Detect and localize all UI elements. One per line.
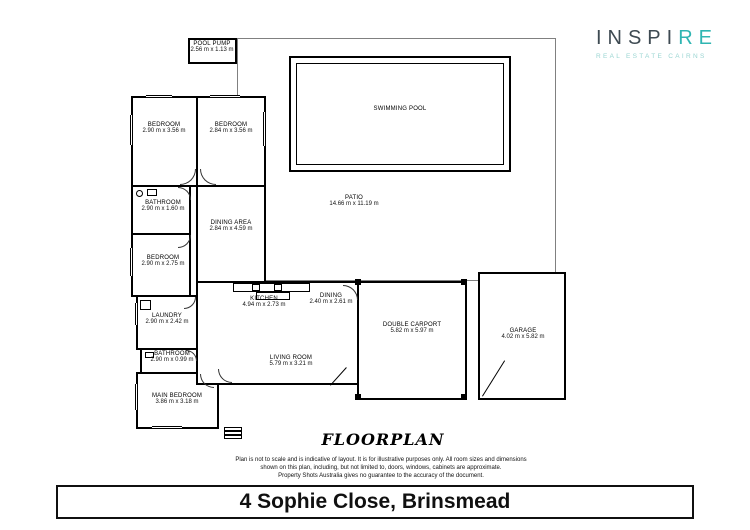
- floorplan-title: FLOORPLAN: [321, 430, 445, 449]
- window-laundry-left: [135, 303, 138, 325]
- window-bedroom2-right: [263, 112, 266, 146]
- room-label-laundry: LAUNDRY 2.90 m x 2.42 m: [145, 313, 189, 325]
- carport-post: [355, 279, 361, 285]
- room-label-bedroom-1: BEDROOM 2.90 m x 3.56 m: [142, 122, 186, 134]
- room-label-pool-pump: POOL PUMP 2.56 m x 1.13 m: [190, 41, 234, 53]
- window-bedroom1-top: [146, 95, 172, 98]
- room-label-patio: PATIO 14.66 m x 11.19 m: [329, 195, 379, 207]
- disclaimer-line-1: Plan is not to scale and is indicative o…: [235, 457, 527, 463]
- carport-post: [461, 394, 467, 400]
- room-label-bedroom-2: BEDROOM 2.84 m x 3.56 m: [209, 122, 253, 134]
- room-label-bathroom-2: BATHROOM 2.90 m x 0.99 m: [150, 351, 194, 363]
- logo-brand-suffix: RE: [678, 27, 718, 49]
- entry-step: [224, 435, 242, 439]
- swimming-pool: [289, 56, 511, 172]
- carport-post: [461, 279, 467, 285]
- room-label-kitchen: KITCHEN 4.94 m x 2.73 m: [242, 296, 286, 308]
- address-banner: 4 Sophie Close, Brinsmead: [56, 485, 694, 519]
- window-bedroom1-left: [130, 115, 133, 145]
- washer-fixture: [140, 300, 151, 310]
- carport-post: [355, 394, 361, 400]
- room-label-garage: GARAGE 4.02 m x 5.82 m: [501, 328, 545, 340]
- room-label-main-bedroom: MAIN BEDROOM 3.86 m x 3.18 m: [151, 393, 203, 405]
- room-label-swimming-pool: SWIMMING POOL: [373, 106, 427, 112]
- room-label-bedroom-3: BEDROOM 2.90 m x 2.75 m: [141, 255, 185, 267]
- room-label-dining: DINING 2.40 m x 2.61 m: [309, 293, 353, 305]
- entry-step: [224, 427, 242, 431]
- kitchen-island: [256, 292, 290, 300]
- window-bedroom3-left: [130, 248, 133, 276]
- pool-inner-edge: [296, 63, 504, 165]
- disclaimer-text: Plan is not to scale and is indicative o…: [121, 456, 641, 480]
- logo-brand: INSPIRE: [596, 27, 718, 50]
- room-label-living-room: LIVING ROOM 5.79 m x 3.21 m: [269, 355, 313, 367]
- room-dining-area: [196, 185, 266, 283]
- kitchen-sink: [252, 284, 260, 291]
- inspire-logo: INSPIRE REAL ESTATE CAIRNS: [596, 27, 718, 60]
- room-pool-pump: [188, 38, 237, 64]
- toilet-fixture: [136, 190, 143, 197]
- window-main-bedroom-bottom: [152, 426, 182, 429]
- kitchen-counter: [233, 283, 310, 292]
- vanity-fixture: [145, 352, 154, 358]
- logo-brand-prefix: INSPI: [595, 27, 679, 49]
- disclaimer-line-3: Property Shots Australia gives no guaran…: [278, 473, 484, 480]
- room-double-carport: [357, 281, 467, 400]
- window-main-bedroom-left: [135, 384, 138, 410]
- logo-tagline: REAL ESTATE CAIRNS: [595, 53, 707, 60]
- kitchen-stove: [274, 284, 282, 291]
- basin-fixture: [147, 189, 157, 196]
- window-bedroom2-top: [210, 95, 240, 98]
- room-label-bathroom-1: BATHROOM 2.90 m x 1.60 m: [141, 200, 185, 212]
- room-garage: [478, 272, 566, 400]
- disclaimer-line-2: shown on this plan, including, but not l…: [260, 465, 502, 472]
- room-label-double-carport: DOUBLE CARPORT 5.82 m x 5.97 m: [382, 322, 442, 334]
- room-label-dining-area: DINING AREA 2.84 m x 4.59 m: [209, 220, 253, 232]
- property-address: 4 Sophie Close, Brinsmead: [239, 490, 511, 513]
- entry-step: [224, 431, 242, 435]
